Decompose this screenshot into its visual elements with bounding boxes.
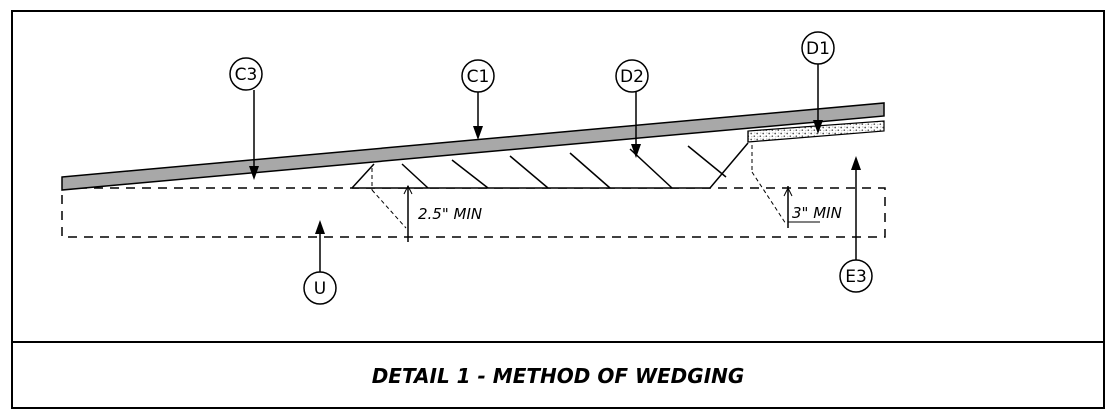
callout-d2: D2 xyxy=(615,59,649,158)
callout-u: U xyxy=(303,220,337,305)
callout-c1: C1 xyxy=(461,59,495,140)
outer-border xyxy=(11,10,1105,409)
callout-e3: E3 xyxy=(839,156,873,293)
wedge-hatching xyxy=(351,142,749,189)
svg-text:D1: D1 xyxy=(806,39,830,59)
callout-c3: C3 xyxy=(229,57,263,180)
dimension-left xyxy=(371,168,413,242)
wedge-d2 xyxy=(352,144,748,188)
svg-text:C3: C3 xyxy=(235,65,258,85)
caption: DETAIL 1 - METHOD OF WEDGING xyxy=(372,364,745,388)
svg-text:E3: E3 xyxy=(845,267,867,287)
callout-d1: D1 xyxy=(801,31,835,134)
overlay-c1 xyxy=(61,102,885,191)
dimension-right xyxy=(751,145,820,228)
dimension-right-label: 3" MIN xyxy=(792,204,842,222)
dimension-left-label: 2.5" MIN xyxy=(418,205,482,223)
svg-text:D2: D2 xyxy=(620,67,644,87)
svg-text:C1: C1 xyxy=(467,67,490,87)
svg-text:U: U xyxy=(314,279,326,299)
